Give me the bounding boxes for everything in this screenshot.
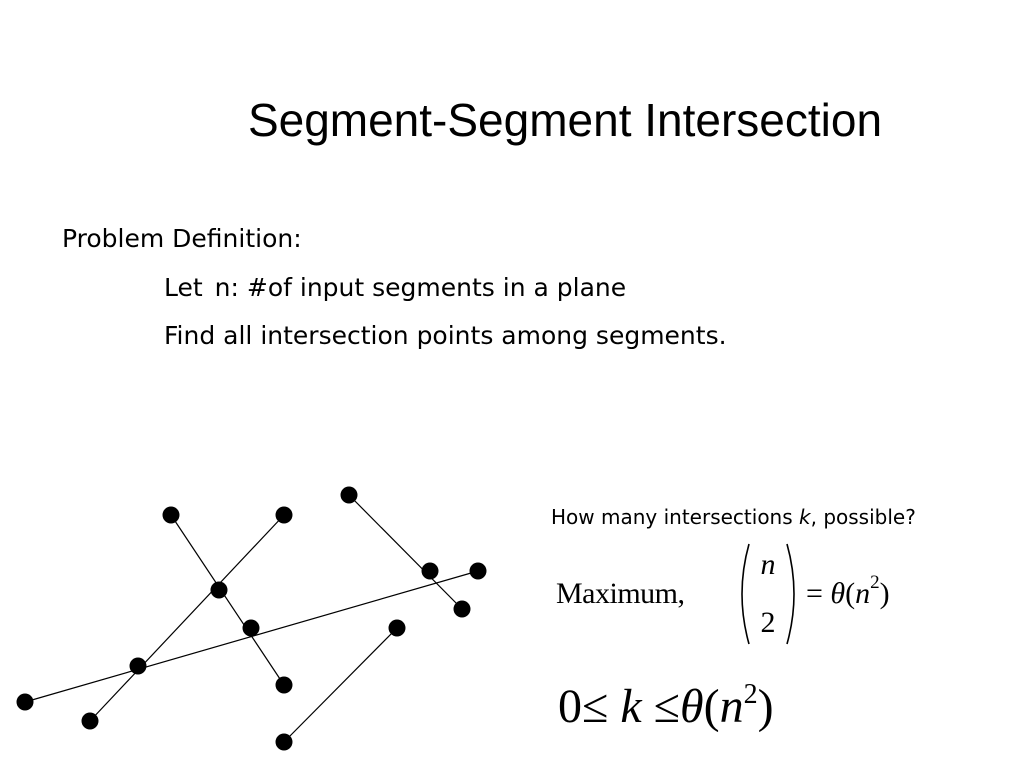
theta-n-squared: = θ(n2) (806, 572, 890, 614)
endpoint-dot (388, 619, 406, 637)
question-after: , possible? (810, 505, 916, 529)
segments-diagram (16, 486, 487, 751)
binomial-top: n (760, 548, 776, 581)
question-before: How many intersections (551, 505, 800, 529)
segment (283, 627, 398, 743)
n-symbol: n (719, 680, 744, 733)
exponent: 2 (743, 679, 758, 710)
intersections-question: How many intersections k, possible? (551, 503, 916, 531)
zero: 0 (558, 680, 582, 733)
segment (170, 514, 285, 686)
n-definition: n: #of input segments in a plane (214, 273, 627, 302)
binomial-parentheses (741, 543, 795, 645)
n-symbol: n (855, 577, 871, 610)
theta-symbol: θ (830, 577, 846, 610)
k-range-inequality: 0≤ k ≤θ(n2) (558, 676, 774, 738)
intersection-dot (242, 619, 260, 637)
theta-symbol: θ (680, 680, 704, 733)
intersection-dot (421, 562, 439, 580)
open-paren: ( (845, 577, 856, 610)
intersection-dot (210, 581, 228, 599)
endpoint-dot (469, 562, 487, 580)
intersection-dot (129, 657, 147, 675)
endpoint-dot (162, 506, 180, 524)
endpoint-dot (81, 712, 99, 730)
binomial-n-choose-2: n 2 (737, 542, 799, 646)
problem-definition-heading: Problem Definition: (62, 224, 302, 253)
let-n-line: Let n: #of input segments in a plane (164, 272, 626, 304)
slide-title: Segment-Segment Intersection (247, 94, 883, 146)
endpoint-dot (340, 486, 358, 504)
close-paren: ) (757, 680, 774, 733)
equals-sign: = (806, 577, 823, 610)
endpoint-dot (453, 600, 471, 618)
leq-sign: ≤ (653, 680, 680, 733)
endpoint-dot (275, 676, 293, 694)
exponent: 2 (870, 572, 880, 593)
find-intersections-line: Find all intersection points among segme… (164, 321, 727, 350)
binomial-bottom: 2 (760, 606, 776, 639)
endpoint-dot (16, 693, 34, 711)
let-word: Let (164, 273, 203, 302)
k-symbol: k (620, 680, 642, 733)
leq-sign: ≤ (582, 680, 609, 733)
segment (348, 494, 463, 610)
question-variable-k: k (799, 505, 811, 529)
maximum-label: Maximum, (556, 577, 685, 610)
open-paren: ( (703, 680, 720, 733)
endpoint-dot (275, 506, 293, 524)
close-paren: ) (879, 577, 890, 610)
endpoint-dot (275, 733, 293, 751)
segment (89, 514, 285, 722)
